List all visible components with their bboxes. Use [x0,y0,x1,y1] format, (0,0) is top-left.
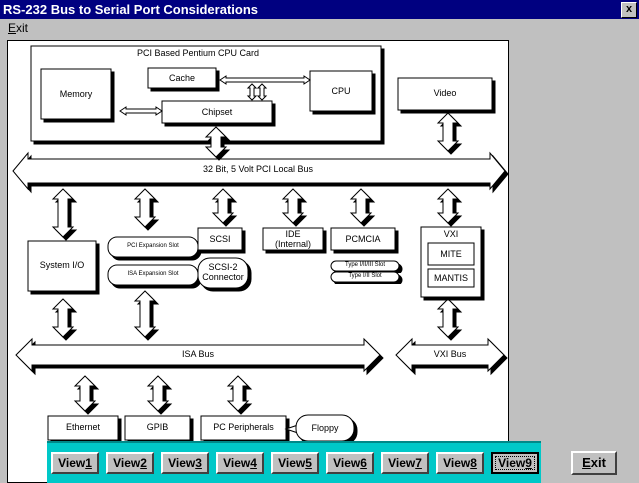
view-button-bar: View1 View2 View3 View4 View5 View6 View… [47,441,541,483]
type-iii-slot-label: Type I/II/III Slot [344,262,386,268]
view2-num: 2 [140,456,147,470]
view3-prefix: View [168,456,196,470]
view6-num: 6 [360,456,367,470]
floppy-label: Floppy [311,423,339,433]
cpu-box [309,70,373,112]
diagram-canvas: PCI Based Pentium CPU Card Memory Cache … [7,40,509,483]
video-label: Video [433,88,457,98]
view3-button[interactable]: View3 [161,452,209,474]
ide-line2: (Internal) [274,239,311,249]
close-button[interactable]: x [621,2,637,18]
view6-button[interactable]: View6 [326,452,374,474]
ethernet-label: Ethernet [65,422,101,432]
cache-box [147,67,217,89]
vxi-bus-label: VXI Bus [433,349,467,359]
menu-exit[interactable]: Exit [8,19,28,37]
video-box [397,77,493,111]
cpu-card-label: PCI Based Pentium CPU Card [136,48,260,58]
menu-bar: Exit [0,19,639,37]
gpib-box [124,415,191,441]
view7-button[interactable]: View7 [381,452,429,474]
menu-exit-mnemonic: E [8,21,17,35]
card-arrows [119,75,311,116]
isa-bus-label: ISA Bus [181,349,215,359]
title-bar: RS-232 Bus to Serial Port Considerations… [0,0,639,19]
mite-label: MITE [440,249,462,259]
pc-peripherals-label: PC Peripherals [213,422,274,432]
mantis-label: MANTIS [433,273,468,283]
type-iii-slot-box [330,260,400,272]
ethernet-box [47,415,119,441]
pc-peripherals-box [200,415,287,441]
pcmcia-label: PCMCIA [345,234,381,244]
scsi2-line1: SCSI-2 [208,262,238,272]
scsi-box [197,227,243,251]
type-ii-slot-box [330,271,400,283]
view8-button[interactable]: View8 [436,452,484,474]
view8-num: 8 [470,456,477,470]
view9-button[interactable]: View9 [491,452,539,474]
view4-button[interactable]: View4 [216,452,264,474]
ide-label: IDE(Internal) [263,229,323,249]
vertical-arrows [51,112,460,412]
view5-num: 5 [305,456,312,470]
type-ii-slot-label: Type I/II Slot [348,273,382,279]
pci-bus-label: 32 Bit, 5 Volt PCI Local Bus [202,164,314,174]
mantis-box [427,268,475,288]
ide-line1: IDE [285,229,301,239]
exit-button-rest: xit [590,455,606,470]
view1-prefix: View [58,456,86,470]
exit-button[interactable]: Exit [571,451,617,475]
ide-box [262,227,324,251]
window-title: RS-232 Bus to Serial Port Considerations [3,2,259,17]
view1-button[interactable]: View1 [51,452,99,474]
pci-bus-arrow [12,151,506,191]
view1-num: 1 [85,456,92,470]
gpib-label: GPIB [146,422,169,432]
cache-label: Cache [168,73,195,83]
vxi-label: VXI [443,229,459,239]
chipset-label: Chipset [201,107,233,117]
system-io-box [27,240,97,292]
memory-label: Memory [59,89,93,99]
pcmcia-box [330,227,396,251]
view8-prefix: View [443,456,471,470]
mite-box [427,242,475,266]
view6-prefix: View [333,456,361,470]
view7-num: 7 [415,456,422,470]
isa-expansion-slot-label: ISA Expansion Slot [127,271,179,277]
vxi-bus-arrow [395,337,505,373]
view5-button[interactable]: View5 [271,452,319,474]
view2-button[interactable]: View2 [106,452,154,474]
view9-num: 9 [525,456,532,470]
chipset-box [161,100,273,124]
view4-num: 4 [250,456,257,470]
cpu-label: CPU [331,86,351,96]
system-io-label: System I/O [39,260,85,270]
pci-expansion-slot-label: PCI Expansion Slot [127,243,179,249]
view3-num: 3 [195,456,202,470]
diagram-graphics [12,45,506,442]
memory-box [40,68,112,120]
view7-prefix: View [388,456,416,470]
exit-button-mnemonic: E [582,455,591,470]
scsi2-connector-box [197,257,249,289]
menu-exit-rest: xit [16,21,29,35]
view2-prefix: View [113,456,141,470]
view5-prefix: View [278,456,306,470]
isa-bus-arrow [15,337,381,373]
view9-prefix: View [498,456,526,470]
scsi2-line2: Connector [202,272,244,282]
scsi-label: SCSI [209,234,231,244]
view4-prefix: View [223,456,251,470]
